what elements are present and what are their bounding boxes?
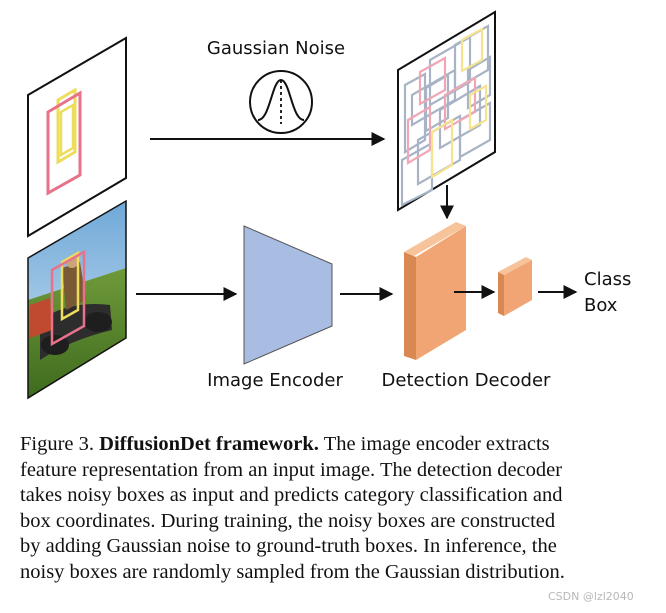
image-encoder-block: [243, 225, 333, 365]
image-box-yellow: [60, 250, 80, 322]
output-box-label: Box: [584, 295, 618, 316]
caption-figure-label: Figure 3.: [20, 433, 95, 455]
output-class-label: Class: [584, 269, 631, 290]
ground-truth-boxes-panel: [27, 36, 127, 238]
caption-line-1: Figure 3. DiffusionDet framework. The im…: [20, 433, 550, 455]
image-encoder-label: Image Encoder: [207, 370, 343, 391]
watermark: CSDN @lzl2040: [548, 590, 634, 603]
caption-line-5: by adding Gaussian noise to ground-truth…: [20, 535, 557, 557]
noisy-boxes-panel: [397, 10, 496, 212]
caption-line-3: takes noisy boxes as input and predicts …: [20, 484, 563, 506]
detection-decoder-block: [404, 222, 466, 360]
gt-box-pink: [46, 90, 82, 196]
caption-line-2: feature representation from an input ima…: [20, 458, 563, 481]
caption-line-6: noisy boxes are randomly sampled from th…: [20, 560, 565, 583]
gt-box-yellow-inner: [59, 102, 75, 158]
gt-box-yellow: [56, 87, 77, 165]
output-head-block: [498, 257, 532, 316]
gaussian-curve-icon: [249, 70, 313, 134]
image-box-pink: [50, 249, 86, 347]
caption-line-4: box coordinates. During training, the no…: [20, 509, 556, 532]
detection-decoder-label: Detection Decoder: [382, 370, 552, 391]
input-image-panel: [27, 199, 127, 400]
figure-caption: Figure 3. DiffusionDet framework. The im…: [20, 432, 652, 585]
diffusiondet-diagram: Gaussian Noise: [27, 10, 631, 400]
caption-title: DiffusionDet framework.: [99, 433, 319, 455]
gaussian-noise-label: Gaussian Noise: [207, 38, 345, 59]
